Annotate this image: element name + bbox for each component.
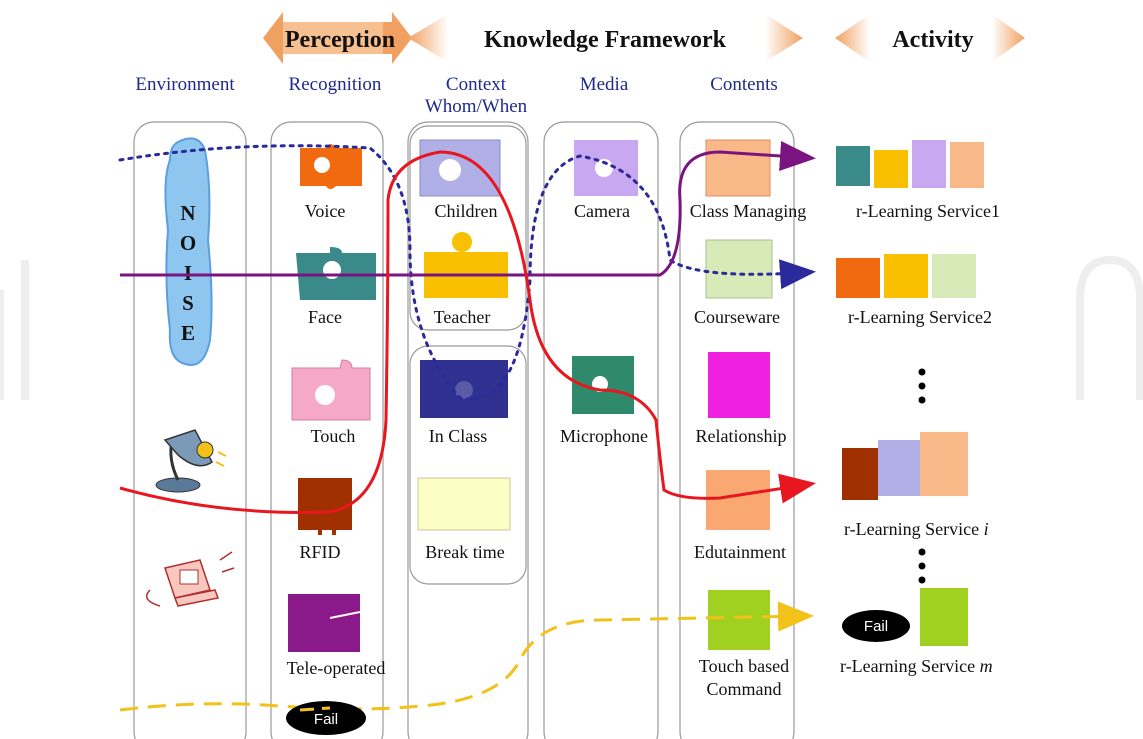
puzzle-piece-icon: [417, 477, 511, 531]
service-m-label: r-Learning Service m: [840, 656, 993, 676]
puzzle-piece-icon: [705, 139, 771, 197]
noise-letter: E: [181, 321, 195, 345]
context-teacher: Teacher: [434, 307, 491, 327]
puzzle-piece-icon: [708, 352, 770, 418]
service1-pieces: [836, 140, 984, 188]
puzzle-piece-icon: [419, 139, 501, 197]
puzzle-piece-icon: [574, 140, 638, 196]
puzzle-piece-icon: [300, 144, 362, 189]
service-i-label: r-Learning Service i: [844, 519, 989, 539]
puzzle-piece-icon: [291, 359, 371, 421]
yellow-dashed-path: [119, 601, 814, 712]
contents-relationship: Relationship: [696, 426, 787, 446]
contents-column: [679, 121, 795, 739]
noise-letter: O: [180, 231, 196, 255]
recognition-voice: Voice: [305, 201, 346, 221]
environment-column: [133, 121, 247, 739]
puzzle-piece-icon: [298, 478, 352, 535]
noise-blob: N O I S E: [164, 137, 213, 366]
banner-activity: Activity: [835, 14, 1025, 62]
service-m-pieces: [920, 588, 968, 646]
recognition-column: [270, 121, 384, 739]
banner-knowledge: Knowledge Framework: [408, 14, 803, 62]
ellipsis-dots: [918, 368, 926, 404]
service-i-pieces: [842, 432, 968, 500]
desk-lamp-icon: [155, 429, 227, 493]
context-column: [407, 121, 529, 739]
context-in-class: In Class: [429, 426, 488, 446]
puzzle-piece-icon: [706, 470, 770, 530]
noise-letter: S: [182, 291, 194, 315]
noise-letter: N: [180, 201, 195, 225]
service2-label: r-Learning Service2: [848, 307, 992, 327]
context-children: Children: [435, 201, 498, 221]
contents-touch-based: Touch based: [699, 656, 789, 676]
puzzle-piece-icon: [705, 239, 773, 299]
puzzle-piece-icon: [424, 232, 508, 298]
puzzle-piece-icon: [288, 594, 361, 652]
service1-label: r-Learning Service1: [856, 201, 1000, 221]
context-when-group: [409, 345, 527, 585]
red-path: [119, 150, 816, 514]
purple-path: [120, 141, 816, 277]
fail-badge-service-m: Fail: [842, 610, 910, 642]
media-microphone: Microphone: [560, 426, 648, 446]
recognition-touch: Touch: [311, 426, 356, 446]
banner-activity-label: Activity: [892, 27, 973, 53]
service2-pieces: [836, 254, 976, 298]
banner-perception: Perception: [263, 12, 412, 64]
banner-knowledge-label: Knowledge Framework: [484, 27, 727, 53]
fail-label: Fail: [864, 618, 888, 635]
contents-edutainment: Edutainment: [694, 542, 786, 562]
puzzle-piece-icon: [708, 590, 770, 650]
header-contents: Contents: [710, 74, 778, 95]
header-context-sub: Whom/When: [425, 96, 528, 117]
computer-icon: [145, 551, 235, 607]
header-context: Context: [446, 74, 507, 95]
fail-label: Fail: [314, 711, 338, 728]
watermark-shape: [0, 260, 29, 400]
header-environment: Environment: [135, 74, 235, 95]
header-media: Media: [580, 74, 629, 95]
header-recognition: Recognition: [289, 74, 382, 95]
contents-courseware: Courseware: [694, 307, 780, 327]
contents-command: Command: [707, 679, 782, 699]
watermark-shape-right: [1076, 255, 1143, 400]
context-break-time: Break time: [425, 542, 504, 562]
noise-letter: I: [184, 261, 192, 285]
recognition-rfid: RFID: [299, 542, 340, 562]
fail-badge-environment: Fail: [286, 701, 366, 735]
recognition-tele-operated: Tele-operated: [287, 658, 386, 678]
ellipsis-dots: [918, 548, 926, 584]
blue-dotted-path: [118, 144, 816, 401]
banner-perception-label: Perception: [285, 27, 395, 53]
recognition-face: Face: [308, 307, 342, 327]
media-camera: Camera: [574, 201, 630, 221]
contents-class-managing: Class Managing: [690, 201, 807, 221]
